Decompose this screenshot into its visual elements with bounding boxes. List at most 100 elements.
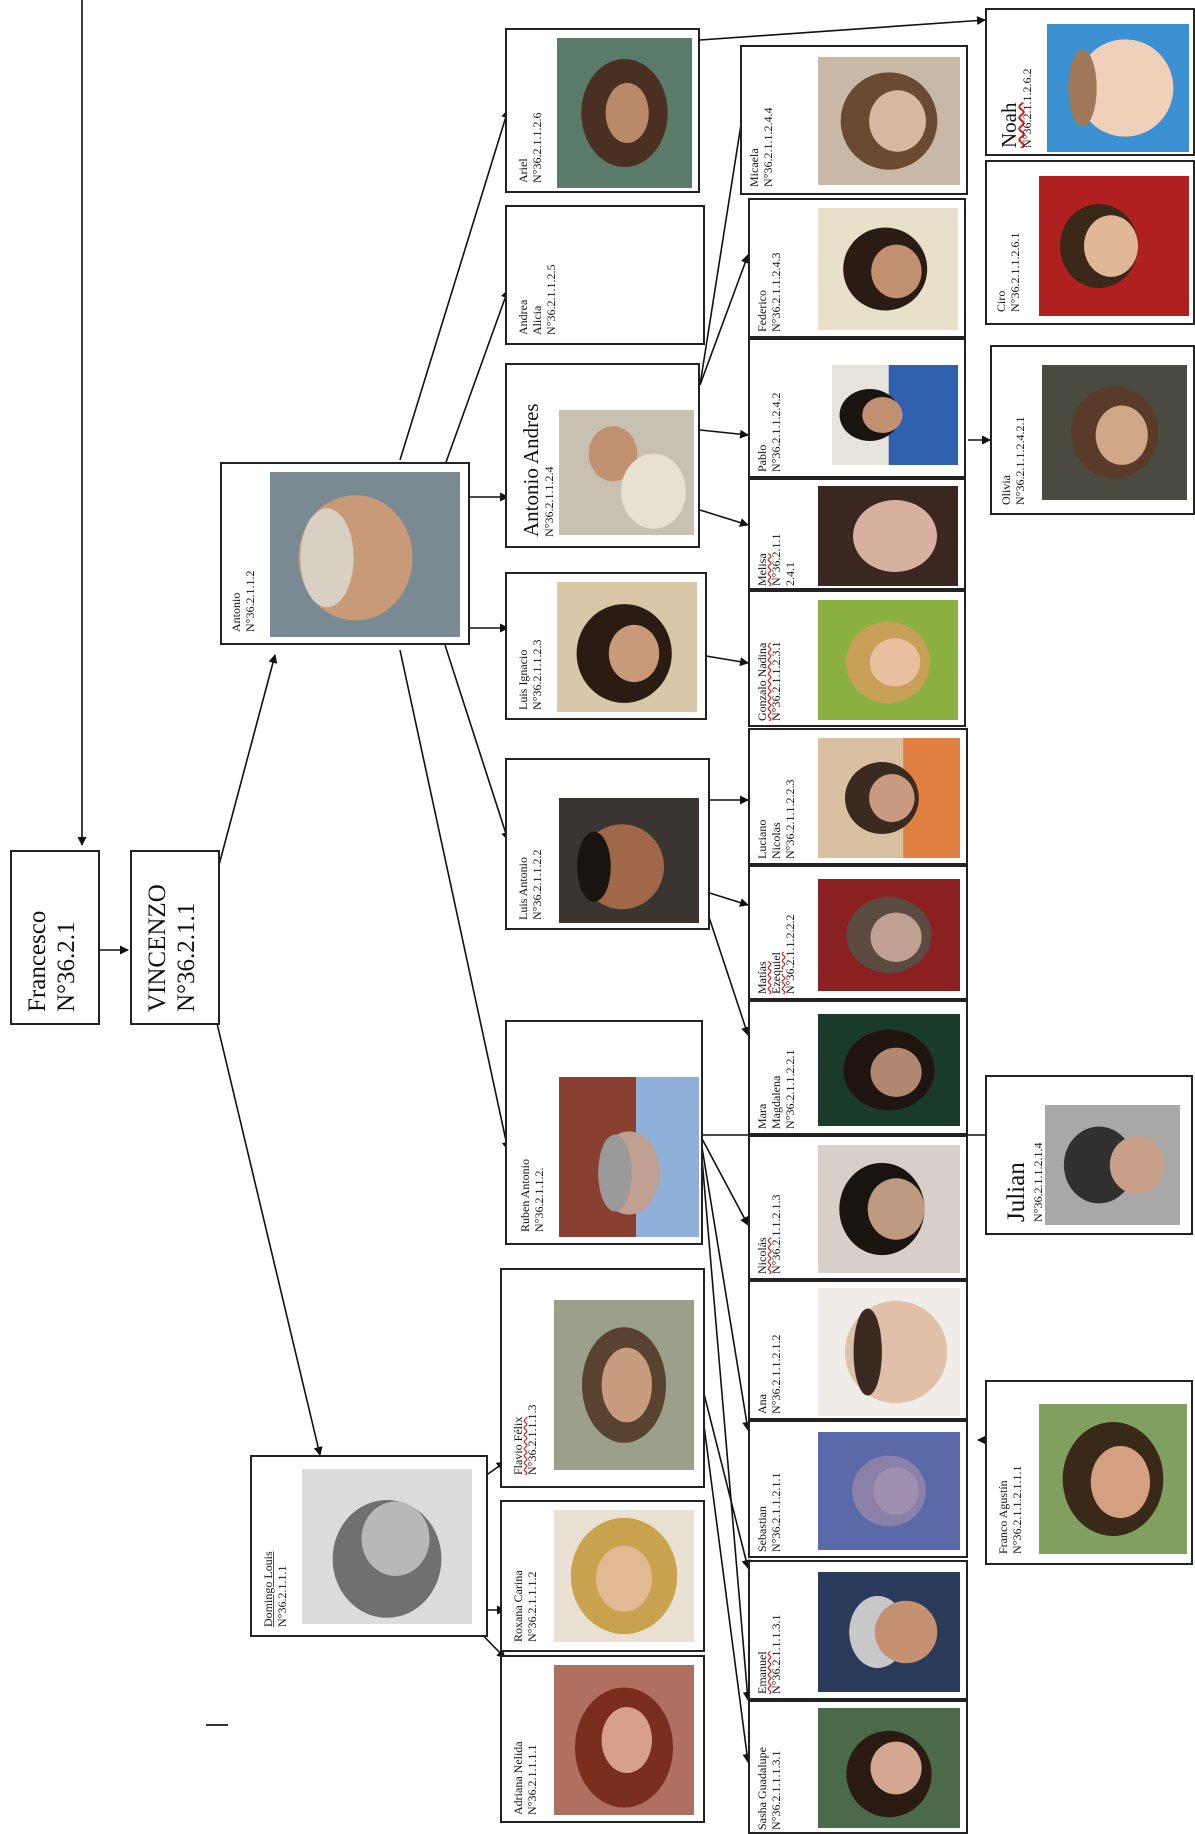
node-luis-ignacio[interactable]: Luis Ignacio N°36.2.1.1.2.3 (505, 572, 707, 720)
portrait-photo (818, 1014, 960, 1126)
portrait-photo (818, 879, 960, 991)
id-label: N°36.2.1.1.2.1.4 (1030, 1142, 1045, 1222)
node-matias[interactable]: Matías Ezequiel N°36.2.1.1.2.2.2 (748, 865, 968, 1000)
name-label: Olivia (999, 475, 1013, 505)
id-label: N°36.2.1.1.2.3.1 (768, 641, 783, 721)
id-label: N°36.2.1.1.2.2.2 (782, 914, 797, 994)
node-franco[interactable]: Franco Agustín N°36.2.1.1.2.1.1.1 (985, 1380, 1193, 1565)
node-noah[interactable]: Noah N°36.2.1.1.2.6.2 (985, 8, 1195, 156)
portrait-photo (818, 1708, 960, 1828)
node-pablo[interactable]: Pablo N°36.2.1.1.2.4.2 (748, 338, 966, 478)
node-ciro[interactable]: Ciro N°36.2.1.1.2.6.1 (985, 160, 1195, 325)
node-adriana[interactable]: Adriana Nelida N°36.2.1.1.1.1 (500, 1655, 705, 1823)
name-label: Franco Agustín (996, 1480, 1010, 1554)
portrait-photo (554, 1300, 694, 1470)
name-label: Micaela (747, 148, 761, 187)
node-sebastian[interactable]: Sebastian N°36.2.1.1.2.1.1 (748, 1420, 968, 1558)
stray-dash (206, 1724, 228, 1726)
name-label: Adriana Nelida (511, 1741, 525, 1815)
id-label: N°36.2.1.1.2.5 (543, 264, 558, 335)
id-label: N°36.2.1.1.2.1.1 (768, 1472, 783, 1552)
node-roxana[interactable]: Roxana Carina N°36.2.1.1.1.2 (500, 1500, 705, 1652)
name-label: Emanuel (755, 1651, 769, 1694)
node-melisa[interactable]: Melisa N°36.2.1.1 2.4.1 (748, 478, 966, 590)
name-label: VINCENZO (144, 884, 171, 1012)
name-label-1: Luciano (755, 819, 769, 859)
portrait-photo (559, 1077, 699, 1237)
node-gonzalo[interactable]: Gonzalo Nadina N°36.2.1.1.2.3.1 (748, 590, 966, 727)
node-ariel[interactable]: Ariel N°36.2.1.1.2.6 (505, 28, 700, 193)
name-label: Gonzalo Nadina (755, 642, 769, 721)
node-vincenzo[interactable]: VINCENZO N°36.2.1.1 (130, 850, 220, 1025)
portrait-photo (1045, 1105, 1180, 1225)
portrait-photo (1039, 1404, 1187, 1554)
node-sasha[interactable]: Sasha Guadalupe N°36.2.1.1.1.3.1 (748, 1700, 968, 1834)
id-label: N°36.2.1.1.1.2 (524, 1571, 539, 1642)
portrait-photo (818, 600, 958, 720)
name-label: Antonio Andres (519, 403, 543, 537)
node-emanuel[interactable]: Emanuel N°36.2.1.1.1.3.1 (748, 1560, 968, 1700)
id-label: N°36.2.1.1.2.6 (529, 112, 544, 183)
id-label: N°36.2.1.1.2.1.1.1 (1009, 1465, 1024, 1554)
portrait-photo (818, 1432, 960, 1550)
node-nicolas[interactable]: Nicolás N°36.2.1.1.2.1.3 (748, 1135, 968, 1280)
name-label-2: Magdalena (768, 1075, 783, 1129)
id-label: N°36.2.1.1.2.4 (542, 466, 557, 537)
name-label: Melisa (755, 553, 769, 586)
id-label: N°36.2.1.1.2.2.3 (782, 779, 797, 859)
node-luis-antonio[interactable]: Luis Antonio N°36.2.1.1.2.2 (505, 758, 710, 930)
node-francesco[interactable]: Francesco N°36.2.1 (10, 850, 100, 1025)
name-label: Pablo (755, 444, 769, 472)
node-antonio-andres[interactable]: Antonio Andres N°36.2.1.1.2.4 (505, 363, 700, 548)
id-label: N°36.2.1.1.1.3.1 (768, 1614, 783, 1694)
portrait-photo (557, 582, 697, 712)
name-label: Ruben Antonio (518, 1158, 532, 1232)
id-label: N°36.2.1.1.2.4.2 (768, 392, 783, 472)
name-text: Flavio Félix (511, 1416, 525, 1475)
name-label: Flavio Félix (511, 1405, 526, 1475)
node-micaela[interactable]: Micaela N°36.2.1.1.2.4.4 (740, 45, 968, 195)
name-label: Luis Ignacio (516, 649, 530, 710)
portrait-photo (818, 208, 958, 330)
node-julian[interactable]: Julian N°36.2.1.1.2.1.4 (985, 1075, 1193, 1235)
id-label: N°36.2.1.1.2 (242, 570, 257, 632)
name-label: Ariel (516, 158, 530, 183)
name-label: Julian (1003, 1162, 1030, 1222)
name-label: Antonio (229, 592, 243, 632)
node-mara[interactable]: Mara Magdalena N°36.2.1.1.2.2.1 (748, 1000, 968, 1135)
name-label: Noah (997, 102, 1021, 149)
name-label: Federico (755, 290, 769, 332)
portrait-photo (554, 1510, 694, 1642)
id-label: N°36.2.1.1.1.3 (524, 1404, 539, 1475)
id-label-2: 2.4.1 (782, 562, 797, 586)
name-label: Sebastian (755, 1506, 769, 1552)
portrait-photo (818, 1288, 960, 1416)
name-label-2: Nicolas (768, 822, 783, 859)
node-ruben[interactable]: Ruben Antonio N°36.2.1.1.2. (505, 1020, 703, 1245)
id-label: N°36.2.1.1.2.1.2 (768, 1334, 783, 1414)
id-label: N°36.2.1.1 (172, 902, 200, 1012)
node-ana[interactable]: Ana N°36.2.1.1.2.1.2 (748, 1280, 968, 1420)
name-label-1: Mara (755, 1103, 769, 1129)
node-luciano[interactable]: Luciano Nicolas N°36.2.1.1.2.2.3 (748, 728, 968, 865)
node-antonio[interactable]: Antonio N°36.2.1.1.2 (220, 462, 470, 645)
portrait-photo (302, 1469, 472, 1624)
id-label: N°36.2.1.1.2.4.2.1 (1012, 416, 1027, 505)
portrait-photo (818, 1572, 960, 1692)
node-federico[interactable]: Federico N°36.2.1.1.2.4.3 (748, 198, 966, 338)
node-flavio[interactable]: Flavio Félix N°36.2.1.1.1.3 (500, 1268, 705, 1488)
node-andrea[interactable]: Andrea Alicia N°36.2.1.1.2.5 (505, 205, 705, 345)
portrait-photo (1042, 365, 1187, 500)
id-label: N°36.2.1.1.1.3.1 (768, 1750, 783, 1830)
portrait-photo (818, 57, 960, 185)
name-label: Ciro (994, 290, 1008, 312)
portrait-photo (1039, 176, 1189, 316)
name-label: Roxana Carina (511, 1570, 525, 1642)
id-label: N°36.2.1.1.2.6.1 (1007, 232, 1022, 312)
node-domingo[interactable]: Domingo Louis N°36.2.1.1.1 (250, 1455, 488, 1637)
node-olivia[interactable]: Olivia N°36.2.1.1.2.4.2.1 (990, 345, 1195, 515)
id-label: N°36.2.1.1.2.4.4 (760, 107, 775, 187)
portrait-photo (270, 472, 460, 637)
id-label: N°36.2.1.1.2.2.1 (782, 1049, 797, 1129)
name-label: Ana (755, 1394, 769, 1414)
